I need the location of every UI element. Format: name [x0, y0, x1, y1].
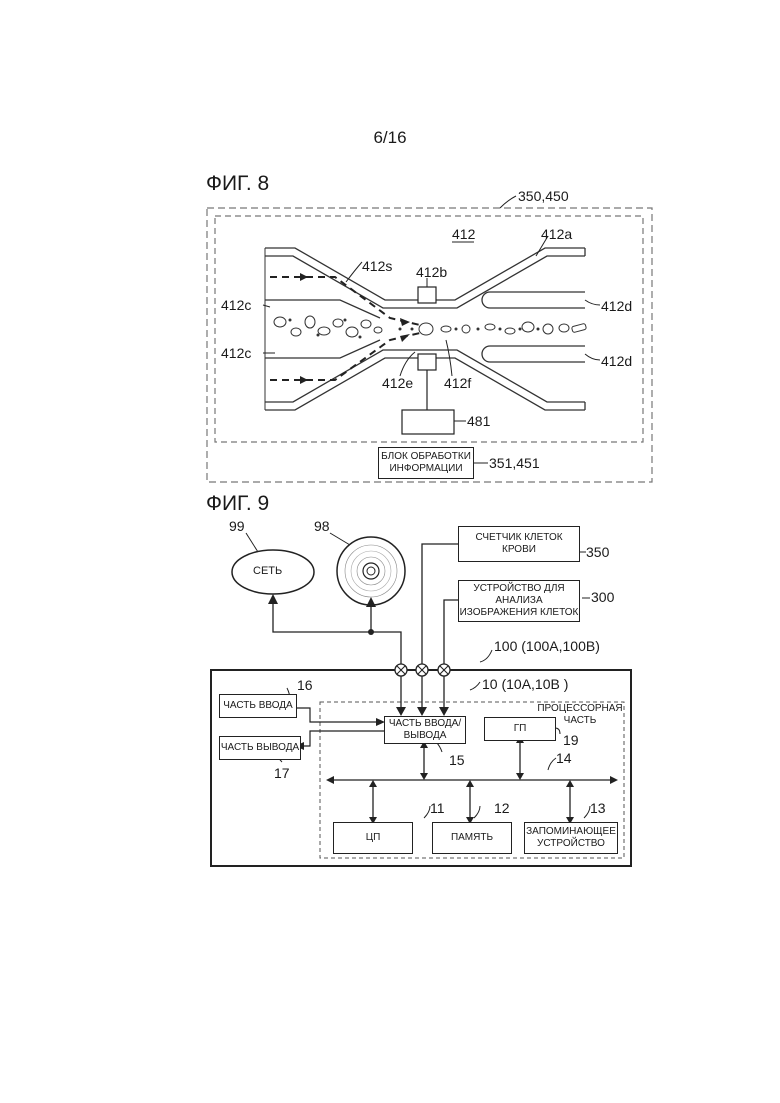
- cpu-unit: ЦП: [333, 822, 413, 854]
- blood-cell-counter: СЧЕТЧИК КЛЕТОК КРОВИ: [458, 526, 580, 562]
- io-unit: ЧАСТЬ ВВОДА/ ВЫВОДА: [384, 716, 466, 744]
- label-300: 300: [591, 589, 614, 605]
- memory-unit: ПАМЯТЬ: [432, 822, 512, 854]
- network-label: СЕТЬ: [253, 565, 282, 577]
- label-19: 19: [563, 732, 579, 748]
- label-17: 17: [274, 765, 290, 781]
- label-98: 98: [314, 518, 330, 534]
- output-unit: ЧАСТЬ ВЫВОДА: [219, 736, 301, 760]
- label-15: 15: [449, 752, 465, 768]
- disk-icon: [337, 537, 405, 605]
- label-12: 12: [494, 800, 510, 816]
- label-13: 13: [590, 800, 606, 816]
- arrowhead: [268, 594, 278, 604]
- storage-unit: ЗАПОМИНАЮЩЕЕ УСТРОЙСТВО: [524, 822, 618, 854]
- cell-image-analyzer: УСТРОЙСТВО ДЛЯ АНАЛИЗА ИЗОБРАЖЕНИЯ КЛЕТО…: [458, 580, 580, 622]
- label-10: 10 (10A,10B ): [482, 676, 568, 692]
- label-14: 14: [556, 750, 572, 766]
- input-unit: ЧАСТЬ ВВОДА: [219, 694, 297, 718]
- label-350: 350: [586, 544, 609, 560]
- gpu-unit: ГП: [484, 717, 556, 741]
- label-11: 11: [430, 800, 445, 816]
- label-100: 100 (100A,100B): [494, 638, 600, 654]
- label-16: 16: [297, 677, 313, 693]
- label-99: 99: [229, 518, 245, 534]
